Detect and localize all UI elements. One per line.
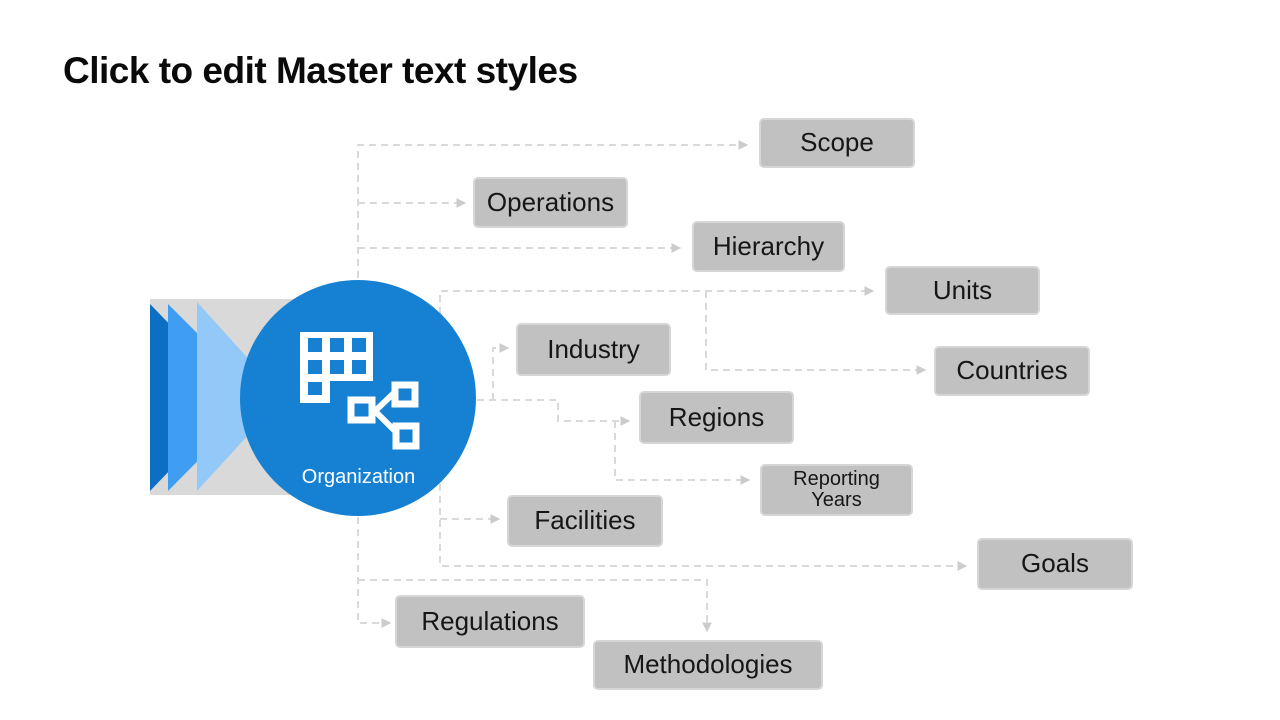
node-units[interactable]: Units	[885, 266, 1040, 315]
node-hierarchy-label: Hierarchy	[712, 230, 825, 261]
node-methodologies[interactable]: Methodologies	[593, 640, 823, 690]
node-hierarchy[interactable]: Hierarchy	[692, 221, 845, 272]
node-regions-label: Regions	[668, 401, 765, 432]
node-scope[interactable]: Scope	[759, 118, 915, 168]
node-regions[interactable]: Regions	[639, 391, 794, 444]
node-reporting-years[interactable]: Reporting Years	[760, 464, 913, 516]
node-goals-label: Goals	[1021, 548, 1089, 579]
connector-industry	[492, 343, 510, 400]
connector-scope	[357, 140, 749, 278]
node-regulations-label: Regulations	[421, 605, 559, 636]
organization-label: Organization	[301, 466, 416, 488]
node-industry-label: Industry	[547, 333, 640, 364]
org-chart-building-icon	[300, 332, 420, 450]
node-regulations[interactable]: Regulations	[395, 595, 585, 648]
node-reporting-years-label: Reporting Years	[793, 468, 880, 511]
node-countries-label: Countries	[956, 355, 1068, 386]
node-operations[interactable]: Operations	[473, 177, 628, 228]
connector-units	[439, 286, 875, 314]
connector-regulations	[357, 517, 392, 628]
node-operations-label: Operations	[486, 186, 615, 217]
connector-goals	[439, 484, 968, 571]
connector-countries	[705, 291, 927, 375]
node-units-label: Units	[932, 274, 993, 305]
node-countries[interactable]: Countries	[934, 346, 1090, 396]
connector-reporting-years	[614, 421, 751, 485]
node-facilities-label: Facilities	[534, 505, 636, 536]
connector-methodologies	[358, 579, 712, 633]
organization-node[interactable]	[240, 280, 476, 516]
node-scope-label: Scope	[800, 127, 874, 158]
node-facilities[interactable]: Facilities	[507, 495, 663, 547]
node-methodologies-label: Methodologies	[623, 649, 793, 680]
connector-regions	[477, 399, 631, 426]
slide-title[interactable]: Click to edit Master text styles	[63, 50, 578, 91]
node-industry[interactable]: Industry	[516, 323, 671, 376]
node-goals[interactable]: Goals	[977, 538, 1133, 590]
